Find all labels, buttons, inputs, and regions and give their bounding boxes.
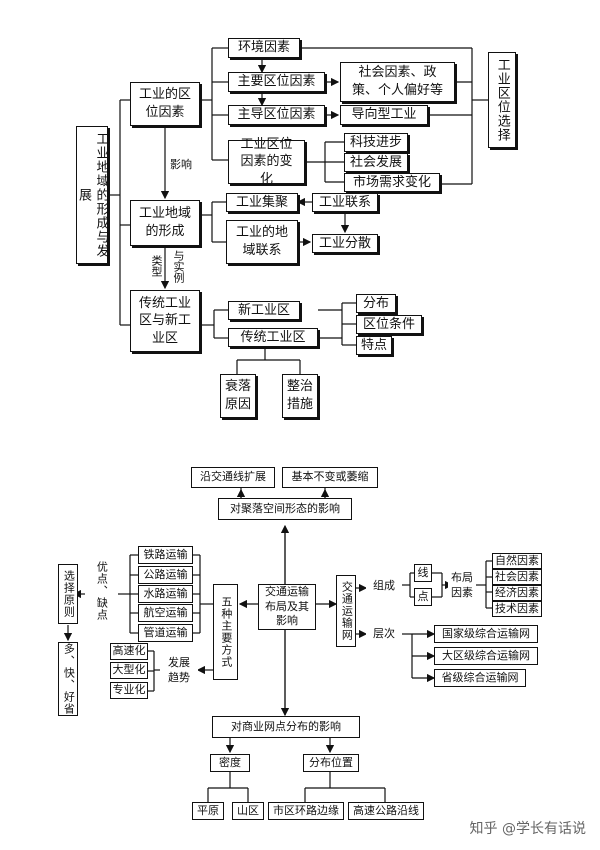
node-social: 社会因素	[492, 569, 542, 585]
node-factor-change: 工业区位因素的变化	[228, 137, 305, 187]
node-dispersion: 工业分散	[312, 234, 378, 253]
node-oriented: 导向型工业	[340, 105, 428, 125]
label-examples: 与实例	[172, 250, 185, 283]
node-pros-cons: 优点、缺点	[95, 561, 109, 621]
node-center: 交通运输布局及其影响	[258, 584, 316, 630]
node-location-factors: 工业的区位因素	[130, 82, 200, 126]
node-network: 交通运输网	[336, 575, 356, 647]
node-regional-link: 工业的地域联系	[226, 220, 298, 264]
node-layout-factors: 布局因素	[448, 568, 476, 604]
node-plain: 平原	[192, 802, 224, 820]
node-compose: 组成	[366, 577, 402, 595]
node-air: 航空运输	[138, 604, 193, 622]
node-principle: 多、快、好省	[58, 642, 78, 716]
node-commerce: 对商业网点分布的影响	[212, 716, 360, 738]
node-density: 密度	[210, 754, 250, 772]
node-decline: 衰落原因	[220, 374, 256, 418]
node-natural: 自然因素	[492, 553, 542, 569]
node-social-policy: 社会因素、政策、个人偏好等	[340, 62, 455, 102]
node-conditions: 区位条件	[356, 315, 422, 334]
node-specialized: 专业化	[110, 682, 148, 699]
node-location: 分布位置	[303, 754, 359, 772]
node-environment: 环境因素	[228, 38, 300, 58]
node-highway: 高速公路沿线	[348, 802, 424, 820]
node-large-scale: 大型化	[110, 662, 148, 679]
node-road: 公路运输	[138, 566, 193, 584]
node-mountain: 山区	[232, 802, 264, 820]
node-trend: 发展趋势	[160, 656, 198, 686]
node-technical: 技术因素	[492, 601, 542, 617]
node-root: 工业地域的形成与发展	[76, 126, 109, 264]
node-water: 水路运输	[138, 585, 193, 603]
node-formation: 工业地域的形成	[130, 200, 200, 246]
node-rail: 铁路运输	[138, 546, 193, 564]
node-main-factors: 主要区位因素	[228, 72, 325, 92]
node-leading-factors: 主导区位因素	[228, 105, 325, 125]
node-distribution: 分布	[356, 294, 396, 313]
node-economic: 经济因素	[492, 585, 542, 601]
node-linkage: 工业联系	[312, 193, 378, 212]
node-point: 点	[414, 588, 432, 606]
node-market: 市场需求变化	[344, 173, 440, 192]
node-social-dev: 社会发展	[344, 153, 408, 172]
node-new-area: 新工业区	[228, 301, 300, 320]
label-influence: 影响	[170, 158, 192, 171]
node-trad-area: 传统工业区	[228, 328, 318, 347]
node-tech: 科技进步	[344, 133, 408, 152]
node-location-choice: 工业区位选择	[488, 52, 516, 148]
node-pipe: 管道运输	[138, 624, 193, 642]
label-types: 类型	[150, 255, 163, 277]
node-levels: 层次	[366, 625, 402, 643]
node-select-principle: 选择原则	[58, 564, 78, 624]
node-expand: 沿交通线扩展	[191, 467, 275, 488]
node-trad-new: 传统工业区与新工业区	[130, 290, 200, 352]
node-agglomeration: 工业集聚	[226, 193, 298, 212]
node-settlement: 对聚落空间形态的影响	[218, 498, 352, 520]
node-line: 线	[414, 564, 432, 582]
node-national: 国家级综合运输网	[434, 625, 538, 643]
watermark-text: 知乎 @学长有话说	[469, 821, 586, 837]
node-remedy: 整治措施	[282, 374, 318, 418]
node-provincial: 省级综合运输网	[434, 669, 526, 687]
node-shrink: 基本不变或萎缩	[282, 467, 378, 488]
node-five-modes: 五种主要方式	[213, 584, 238, 680]
node-high-speed: 高速化	[110, 643, 148, 660]
node-ring-road: 市区环路边缘	[268, 802, 344, 820]
node-features: 特点	[356, 336, 392, 355]
node-regional: 大区级综合运输网	[434, 647, 538, 665]
